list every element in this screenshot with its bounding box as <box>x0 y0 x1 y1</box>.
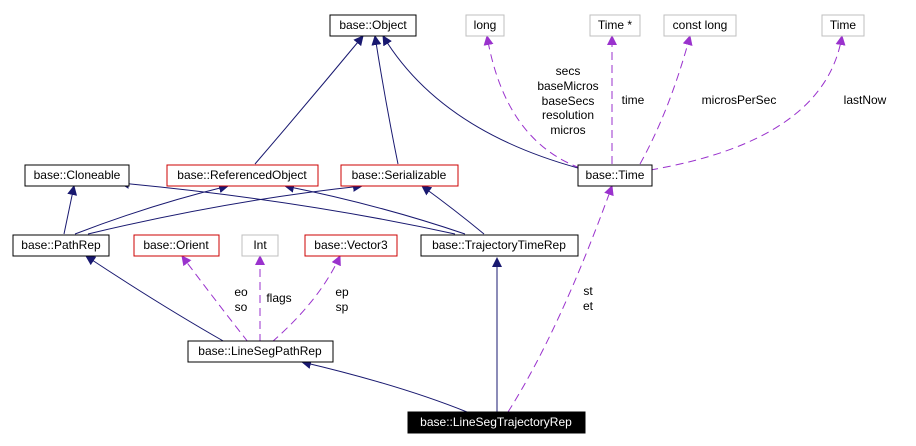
node-base-trajectorytimerep-label: base::TrajectoryTimeRep <box>432 238 566 252</box>
node-base-linesegpathrep-label: base::LineSegPathRep <box>198 344 322 358</box>
edge-labels: secs baseMicros baseSecs resolution micr… <box>234 64 886 314</box>
label-vector3-member-1: ep <box>335 285 349 299</box>
label-long-member-1: secs <box>556 64 581 78</box>
node-base-serializable-label: base::Serializable <box>352 168 447 182</box>
edge-pathrep-to-referenced <box>74 183 229 235</box>
label-orient-member-1: eo <box>234 285 248 299</box>
label-long-member-4: resolution <box>542 108 594 122</box>
node-long[interactable]: long <box>465 14 505 37</box>
node-base-cloneable-label: base::Cloneable <box>34 168 121 182</box>
label-vector3-member-2: sp <box>336 300 349 314</box>
node-time-type-label: Time <box>830 18 857 32</box>
node-time-ptr-label: Time * <box>598 18 633 32</box>
node-base-object[interactable]: base::Object <box>329 14 417 37</box>
node-base-pathrep-label: base::PathRep <box>21 238 101 252</box>
edge-linesegtraj-uses-time <box>507 185 614 413</box>
edge-traj-to-serializable <box>421 185 485 235</box>
label-time-rel-member-2: et <box>583 299 594 313</box>
label-time-ptr-member: time <box>622 93 645 107</box>
node-base-serializable[interactable]: base::Serializable <box>340 164 459 187</box>
edge-pathrep-to-serializable <box>87 181 363 235</box>
node-base-pathrep[interactable]: base::PathRep <box>12 234 110 257</box>
edge-time-uses-long <box>483 35 581 169</box>
edge-serializable-to-object <box>371 35 399 165</box>
node-long-label: long <box>474 18 497 32</box>
node-base-object-label: base::Object <box>339 18 407 32</box>
edge-linesegtraj-to-linesegpath <box>301 359 468 413</box>
label-long-member-3: baseSecs <box>542 94 595 108</box>
label-time-member: lastNow <box>844 93 887 107</box>
node-base-referencedobject-label: base::ReferencedObject <box>177 168 307 182</box>
edge-pathrep-to-cloneable <box>63 185 78 235</box>
node-base-referencedobject[interactable]: base::ReferencedObject <box>166 164 319 187</box>
label-const-long-member: microsPerSec <box>702 93 777 107</box>
node-int[interactable]: Int <box>241 234 279 257</box>
usage-edges <box>181 35 846 413</box>
node-base-time-label: base::Time <box>586 168 645 182</box>
edge-linesegpath-uses-vector3 <box>271 255 341 343</box>
node-time-ptr[interactable]: Time * <box>589 14 641 37</box>
label-long-member-5: micros <box>550 123 585 137</box>
edge-linesegpath-to-pathrep <box>85 255 226 343</box>
label-int-member: flags <box>266 291 291 305</box>
node-base-orient[interactable]: base::Orient <box>133 234 220 257</box>
edge-time-uses-time <box>649 35 846 171</box>
edge-time-to-object <box>382 35 579 169</box>
node-base-trajectorytimerep[interactable]: base::TrajectoryTimeRep <box>420 234 579 257</box>
edge-referenced-to-object <box>254 35 364 165</box>
node-base-time[interactable]: base::Time <box>577 164 653 187</box>
edge-linesegpath-uses-orient <box>181 255 249 343</box>
node-base-linesegtrajectoryrep-label: base::LineSegTrajectoryRep <box>420 415 572 429</box>
node-base-vector3[interactable]: base::Vector3 <box>304 234 398 257</box>
node-const-long-label: const long <box>673 18 728 32</box>
node-base-orient-label: base::Orient <box>143 238 209 252</box>
node-int-label: Int <box>253 238 267 252</box>
node-base-linesegtrajectoryrep[interactable]: base::LineSegTrajectoryRep <box>407 411 586 434</box>
edge-time-uses-const-long <box>639 35 693 165</box>
node-base-vector3-label: base::Vector3 <box>314 238 388 252</box>
node-const-long[interactable]: const long <box>663 14 737 37</box>
node-base-linesegpathrep[interactable]: base::LineSegPathRep <box>187 340 334 363</box>
node-time-type[interactable]: Time <box>821 14 865 37</box>
node-base-cloneable[interactable]: base::Cloneable <box>24 164 130 187</box>
label-time-rel-member-1: st <box>583 284 593 298</box>
inheritance-edges <box>63 35 579 413</box>
edge-traj-to-cloneable <box>119 178 456 235</box>
label-long-member-2: baseMicros <box>537 79 598 93</box>
edge-traj-to-referenced <box>284 182 466 235</box>
label-orient-member-2: so <box>235 300 248 314</box>
